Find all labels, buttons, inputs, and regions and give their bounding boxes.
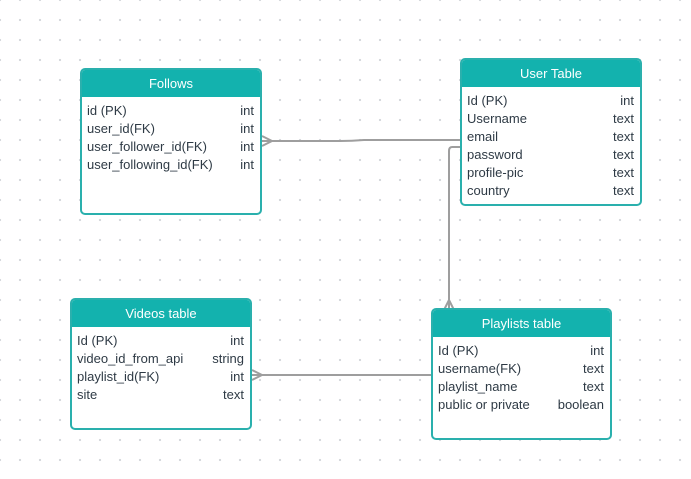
field-row[interactable]: user_follower_id(FK) int <box>87 138 254 156</box>
field-type: text <box>613 129 634 144</box>
field-row[interactable]: user_following_id(FK) int <box>87 156 254 174</box>
field-type: text <box>223 387 244 402</box>
field-type: int <box>620 93 634 108</box>
field-name: password <box>467 147 523 162</box>
field-row[interactable]: profile-pic text <box>467 164 634 182</box>
field-type: int <box>240 121 254 136</box>
field-row[interactable]: country text <box>467 182 634 200</box>
field-row[interactable]: email text <box>467 128 634 146</box>
field-type: string <box>212 351 244 366</box>
field-name: Id (PK) <box>467 93 508 108</box>
entity-follows-fields: id (PK) int user_id(FK) int user_followe… <box>82 97 260 174</box>
field-row[interactable]: id (PK) int <box>87 102 254 120</box>
field-type: text <box>613 147 634 162</box>
field-type: boolean <box>557 397 604 412</box>
field-name: Id (PK) <box>438 343 479 358</box>
field-type: int <box>240 157 254 172</box>
field-row[interactable]: user_id(FK) int <box>87 120 254 138</box>
entity-user-table-fields: Id (PK) int Username text email text pas… <box>462 87 640 200</box>
connector-follows-user[interactable] <box>262 139 460 142</box>
field-type: text <box>583 361 604 376</box>
field-name: site <box>77 387 98 402</box>
field-row[interactable]: video_id_from_api string <box>77 350 244 368</box>
connector-user-playlists[interactable] <box>448 146 460 310</box>
field-row[interactable]: playlist_id(FK) int <box>77 368 244 386</box>
entity-videos-table[interactable]: Videos table Id (PK) int video_id_from_a… <box>70 298 252 430</box>
field-row[interactable]: Username text <box>467 110 634 128</box>
crowfoot-follows-icon <box>261 135 273 147</box>
field-name: Id (PK) <box>77 333 118 348</box>
entity-follows[interactable]: Follows id (PK) int user_id(FK) int user… <box>80 68 262 215</box>
field-type: text <box>613 165 634 180</box>
field-row[interactable]: playlist_name text <box>438 378 604 396</box>
field-type: text <box>613 111 634 126</box>
entity-user-table[interactable]: User Table Id (PK) int Username text ema… <box>460 58 642 206</box>
entity-playlists-table-title: Playlists table <box>433 310 610 337</box>
field-name: Username <box>467 111 527 126</box>
field-type: int <box>230 369 244 384</box>
field-row[interactable]: Id (PK) int <box>467 92 634 110</box>
field-type: int <box>590 343 604 358</box>
field-name: username(FK) <box>438 361 522 376</box>
field-name: email <box>467 129 499 144</box>
field-row[interactable]: password text <box>467 146 634 164</box>
field-type: int <box>240 139 254 154</box>
field-name: profile-pic <box>467 165 524 180</box>
field-type: text <box>613 183 634 198</box>
entity-user-table-title: User Table <box>462 60 640 87</box>
field-row[interactable]: public or private boolean <box>438 396 604 414</box>
crowfoot-videos-icon <box>251 369 263 381</box>
entity-playlists-table-fields: Id (PK) int username(FK) text playlist_n… <box>433 337 610 414</box>
entity-videos-table-title: Videos table <box>72 300 250 327</box>
field-type: text <box>583 379 604 394</box>
field-name: user_following_id(FK) <box>87 157 213 172</box>
field-name: video_id_from_api <box>77 351 184 366</box>
field-name: country <box>467 183 510 198</box>
field-type: int <box>230 333 244 348</box>
field-row[interactable]: Id (PK) int <box>438 342 604 360</box>
entity-follows-title: Follows <box>82 70 260 97</box>
field-name: user_id(FK) <box>87 121 155 136</box>
field-row[interactable]: site text <box>77 386 244 404</box>
field-name: public or private <box>438 397 530 412</box>
field-name: user_follower_id(FK) <box>87 139 207 154</box>
entity-videos-table-fields: Id (PK) int video_id_from_api string pla… <box>72 327 250 404</box>
field-name: id (PK) <box>87 103 127 118</box>
field-row[interactable]: username(FK) text <box>438 360 604 378</box>
field-name: playlist_name <box>438 379 518 394</box>
entity-playlists-table[interactable]: Playlists table Id (PK) int username(FK)… <box>431 308 612 440</box>
field-name: playlist_id(FK) <box>77 369 160 384</box>
field-row[interactable]: Id (PK) int <box>77 332 244 350</box>
field-type: int <box>240 103 254 118</box>
